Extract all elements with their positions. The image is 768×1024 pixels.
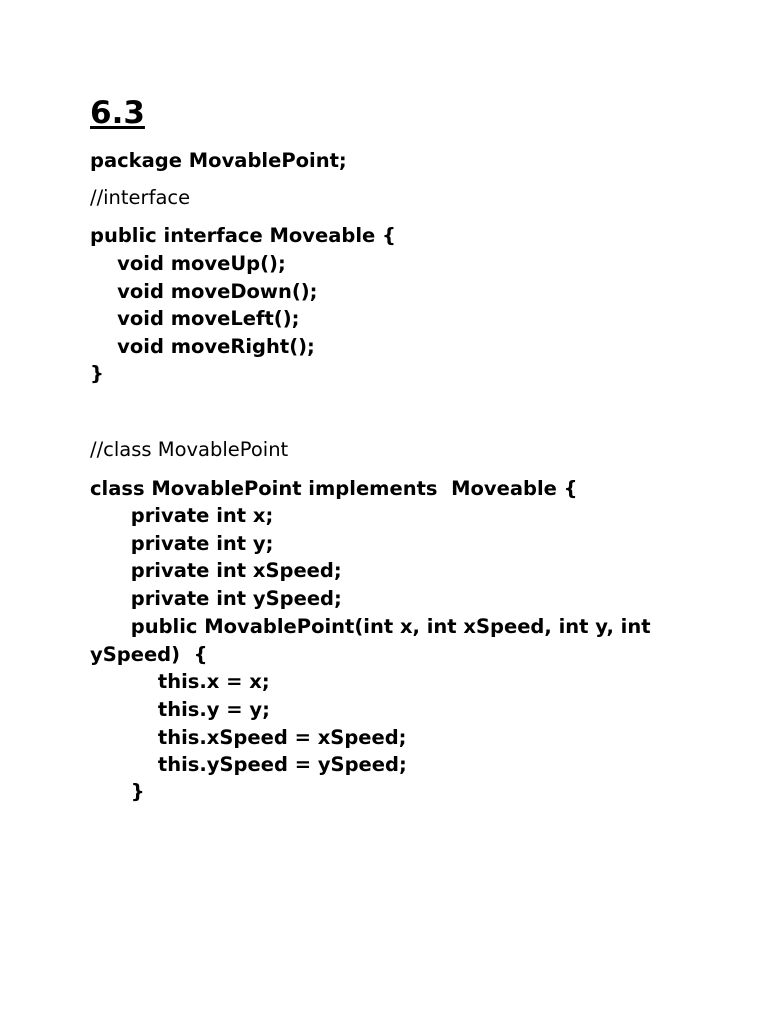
- method-move-down: void moveDown();: [90, 280, 318, 303]
- package-declaration: package MovablePoint;: [90, 149, 347, 172]
- method-move-left: void moveLeft();: [90, 307, 300, 330]
- assign-y: this.y = y;: [90, 698, 270, 721]
- interface-comment: //interface: [90, 186, 191, 209]
- class-declaration: class MovablePoint implements Moveable {: [90, 477, 578, 500]
- field-y: private int y;: [90, 532, 274, 555]
- method-move-up: void moveUp();: [90, 252, 286, 275]
- field-x-speed: private int xSpeed;: [90, 559, 342, 582]
- section-heading: 6.3: [90, 95, 145, 131]
- interface-closing-brace: }: [90, 362, 104, 385]
- constructor-signature-continued: ySpeed) {: [90, 643, 208, 666]
- class-comment: //class MovablePoint: [90, 438, 289, 461]
- assign-x-speed: this.xSpeed = xSpeed;: [90, 726, 407, 749]
- constructor-closing-brace: }: [90, 780, 145, 803]
- field-y-speed: private int ySpeed;: [90, 587, 342, 610]
- field-x: private int x;: [90, 504, 274, 527]
- method-move-right: void moveRight();: [90, 335, 315, 358]
- assign-x: this.x = x;: [90, 670, 270, 693]
- interface-declaration: public interface Moveable {: [90, 224, 396, 247]
- assign-y-speed: this.ySpeed = ySpeed;: [90, 753, 407, 776]
- constructor-signature: public MovablePoint(int x, int xSpeed, i…: [90, 615, 651, 638]
